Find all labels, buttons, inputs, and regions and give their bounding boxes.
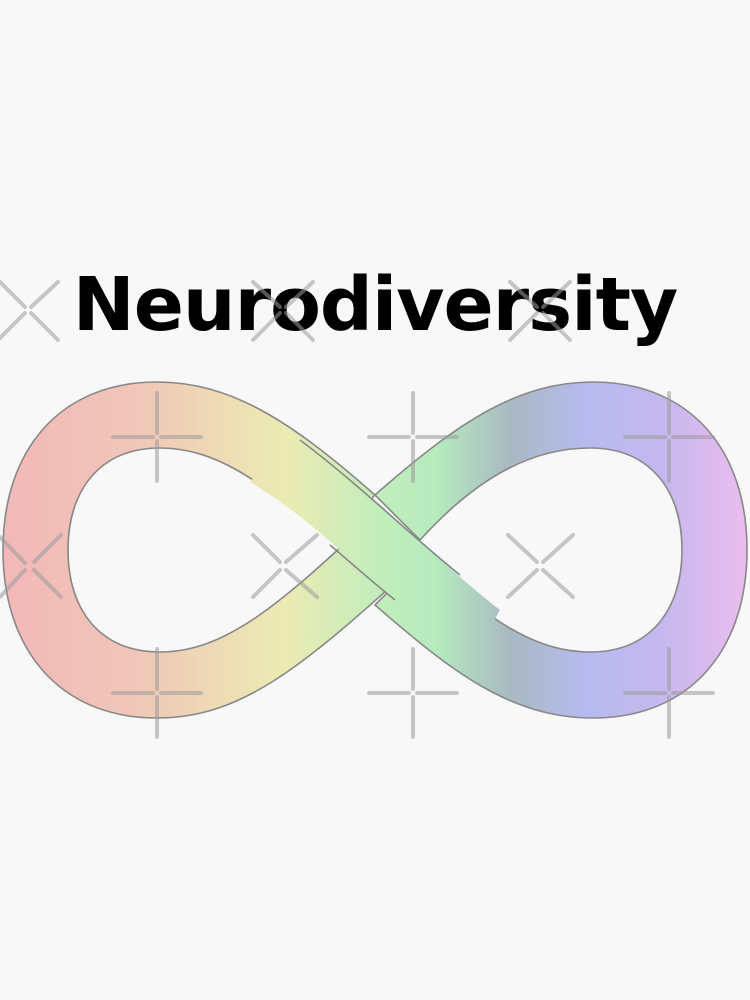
infinity-front-edge-top (299, 439, 461, 576)
sticker-title: Neurodiversity (72, 262, 678, 348)
infinity-front-strand (250, 432, 500, 665)
infinity-front-edge-bottom (329, 544, 396, 601)
